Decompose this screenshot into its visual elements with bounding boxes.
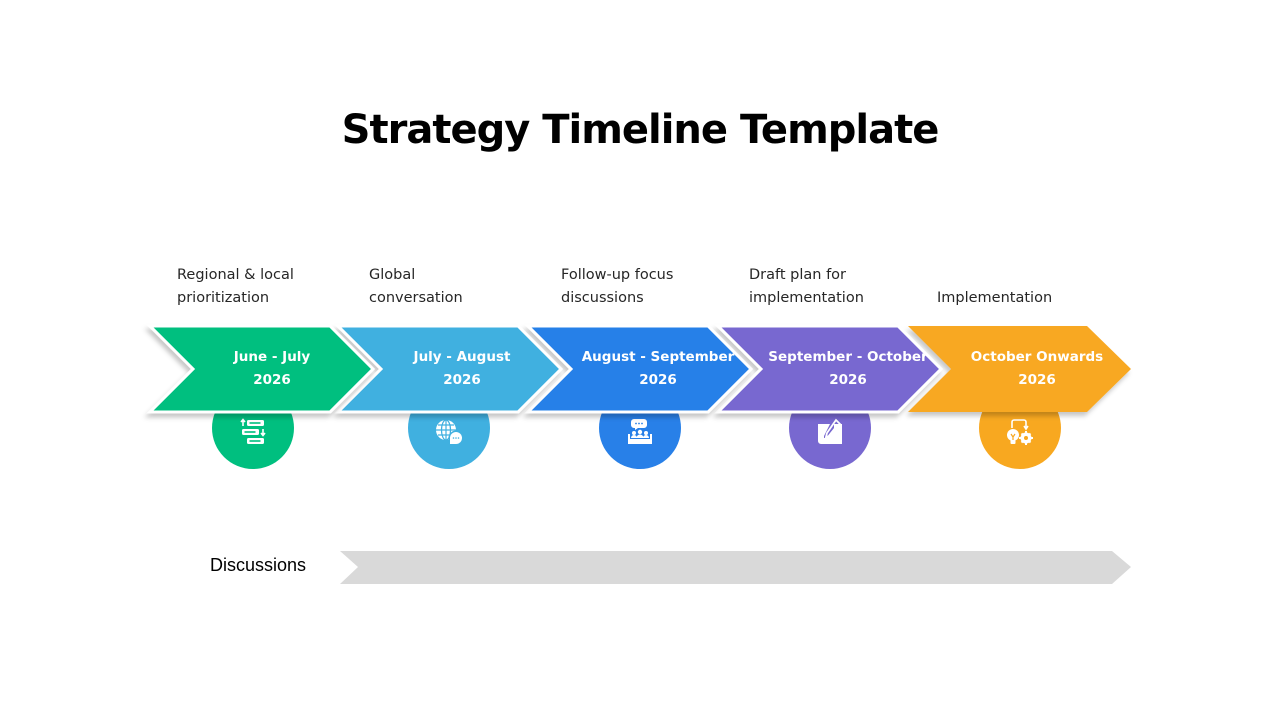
- phase-3-period: August - September 2026: [558, 346, 758, 392]
- phase-3-icon-circle: [599, 387, 681, 469]
- phase-caption-3: Follow-up focus discussions: [561, 264, 741, 310]
- caption-line: Global: [369, 267, 416, 283]
- phase-caption-5: Implementation: [937, 264, 1117, 310]
- group-meeting-icon: [628, 419, 652, 444]
- phase-caption-4: Draft plan for implementation: [749, 264, 929, 310]
- phase-4-icon-circle: [789, 387, 871, 469]
- phase-1-period: June - July 2026: [172, 346, 372, 392]
- caption-line: prioritization: [177, 290, 270, 306]
- phase-2-icon-circle: [408, 387, 490, 469]
- caption-line: [937, 264, 1117, 287]
- caption-line: Regional & local: [177, 267, 294, 283]
- period-text: June - July: [233, 349, 311, 365]
- priority-list-icon: [240, 418, 266, 444]
- idea-gear-icon: [1007, 419, 1033, 445]
- document-edit-icon: [818, 418, 842, 444]
- year-text: 2026: [253, 372, 291, 388]
- phase-caption-2: Global conversation: [369, 264, 549, 310]
- slide-title: Strategy Timeline Template: [341, 107, 940, 153]
- year-text: 2026: [443, 372, 481, 388]
- phase-4-period: September - October 2026: [748, 346, 948, 392]
- period-text: September - October: [768, 349, 928, 365]
- period-text: August - September: [581, 349, 735, 365]
- caption-line: Implementation: [937, 290, 1053, 306]
- phase-2-period: July - August 2026: [362, 346, 562, 392]
- caption-line: discussions: [561, 290, 644, 306]
- caption-line: conversation: [369, 290, 463, 306]
- globe-chat-icon: [436, 419, 464, 446]
- phase-caption-1: Regional & local prioritization: [177, 264, 357, 310]
- caption-line: Follow-up focus: [561, 267, 674, 283]
- phase-5-icon-circle: [979, 387, 1061, 469]
- period-text: October Onwards: [970, 349, 1104, 365]
- caption-line: implementation: [749, 290, 864, 306]
- year-text: 2026: [1018, 372, 1056, 388]
- period-text: July - August: [413, 349, 511, 365]
- discussions-label: Discussions: [210, 555, 307, 575]
- year-text: 2026: [829, 372, 867, 388]
- phase-5-period: October Onwards 2026: [937, 346, 1137, 392]
- year-text: 2026: [639, 372, 677, 388]
- caption-line: Draft plan for: [749, 267, 847, 283]
- phase-1-icon-circle: [212, 387, 294, 469]
